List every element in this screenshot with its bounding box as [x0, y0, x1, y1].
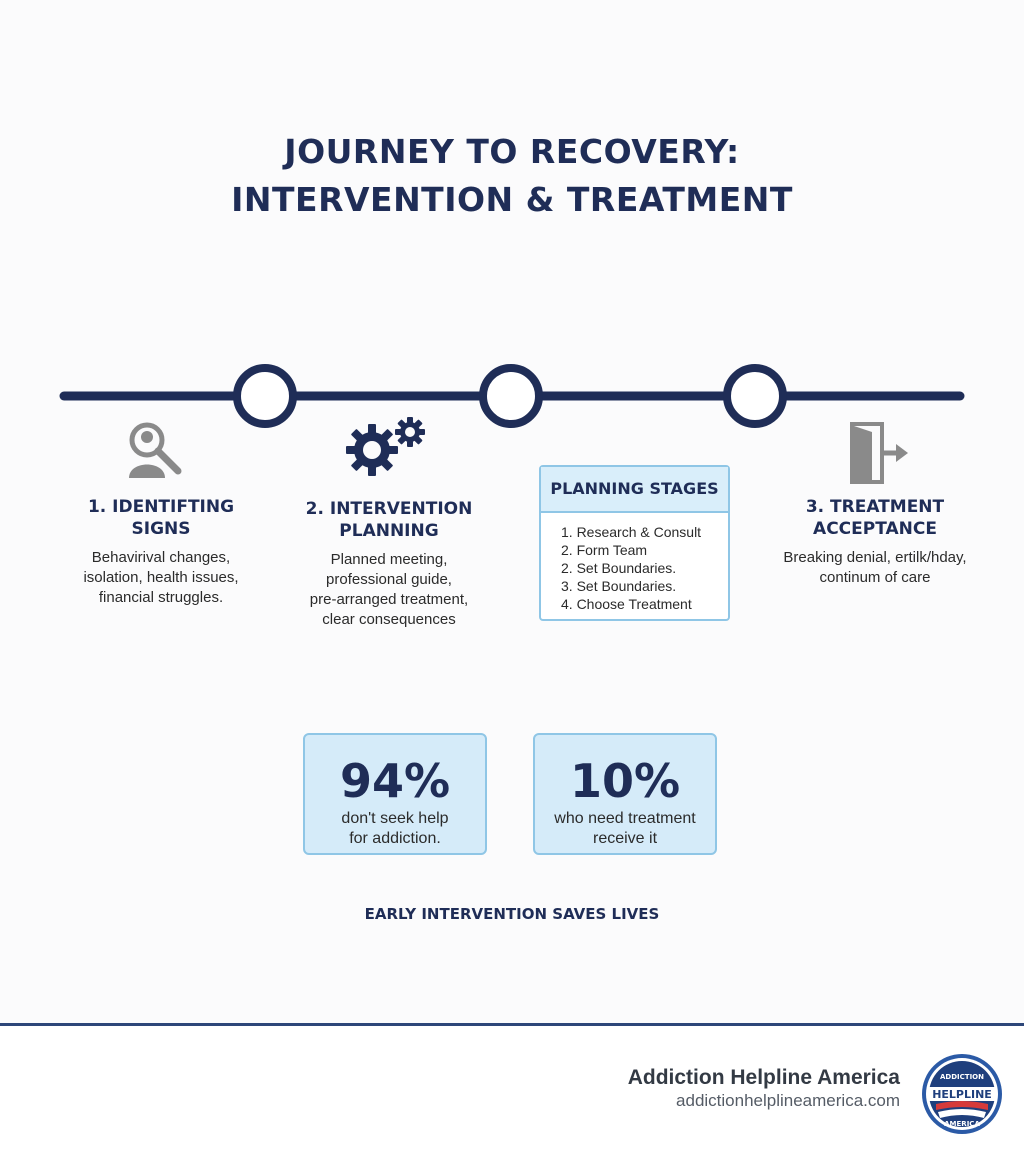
badge-top-text: ADDICTION [940, 1073, 984, 1081]
step-description: Breaking denial, ertilk/hday, continum o… [783, 549, 967, 586]
title-line-1: JOURNEY TO RECOVERY: [284, 132, 740, 171]
stat-card-dont-seek-help: 94% don't seek help for addiction. [303, 733, 487, 855]
page-title: JOURNEY TO RECOVERY: INTERVENTION & TREA… [0, 128, 1024, 224]
tagline: EARLY INTERVENTION SAVES LIVES [364, 905, 660, 923]
stat-label: who need treatment receive it [554, 810, 696, 847]
stat-card-receive-treatment: 10% who need treatment receive it [533, 733, 717, 855]
step-title: 1. IDENTIFTING SIGNS [87, 497, 235, 539]
footer-divider [0, 1023, 1024, 1026]
planning-stages-panel: PLANNING STAGES 1. Research & Consult 2.… [539, 465, 730, 621]
brand-name: Addiction Helpline America [627, 1066, 900, 1089]
stat-value: 10% [569, 754, 681, 808]
stat-label: don't seek help for addiction. [341, 810, 449, 847]
footer [0, 1026, 1024, 1154]
brand-url[interactable]: addictionhelplineamerica.com [676, 1091, 900, 1110]
list-item: 2. Form Team [561, 542, 648, 558]
timeline-node-1 [233, 364, 297, 428]
list-item: 2. Set Boundaries. [561, 560, 677, 576]
planning-stages-list: 1. Research & Consult 2. Form Team 2. Se… [541, 513, 728, 613]
list-item: 3. Set Boundaries. [561, 578, 677, 594]
timeline-node-2 [479, 364, 543, 428]
magnifier-person-icon [129, 422, 182, 478]
timeline-node-3 [723, 364, 787, 428]
step-description: Behavirival changes, isolation, health i… [83, 549, 239, 606]
step-description: Planned meeting, professional guide, pre… [309, 551, 469, 628]
step-intervention-planning: 2. INTERVENTION PLANNING Planned meeting… [282, 498, 496, 630]
badge-bottom-text: AMERICA [944, 1120, 980, 1128]
list-item: 4. Choose Treatment [561, 596, 692, 612]
stat-value: 94% [339, 754, 451, 808]
step-identifying-signs: 1. IDENTIFTING SIGNS Behavirival changes… [54, 496, 268, 608]
step-title: 2. INTERVENTION PLANNING [305, 499, 473, 541]
step-title: 3. TREATMENT ACCEPTANCE [805, 497, 945, 539]
badge-text: HELPLINE [932, 1088, 992, 1101]
step-treatment-acceptance: 3. TREATMENT ACCEPTANCE Breaking denial,… [758, 496, 992, 588]
door-exit-icon [850, 422, 908, 484]
gears-icon [346, 417, 425, 476]
helpline-logo-badge: HELPLINE ADDICTION AMERICA [922, 1054, 1002, 1134]
list-item: 1. Research & Consult [561, 524, 702, 540]
title-line-2: INTERVENTION & TREATMENT [231, 180, 793, 219]
planning-stages-heading: PLANNING STAGES [541, 467, 728, 513]
